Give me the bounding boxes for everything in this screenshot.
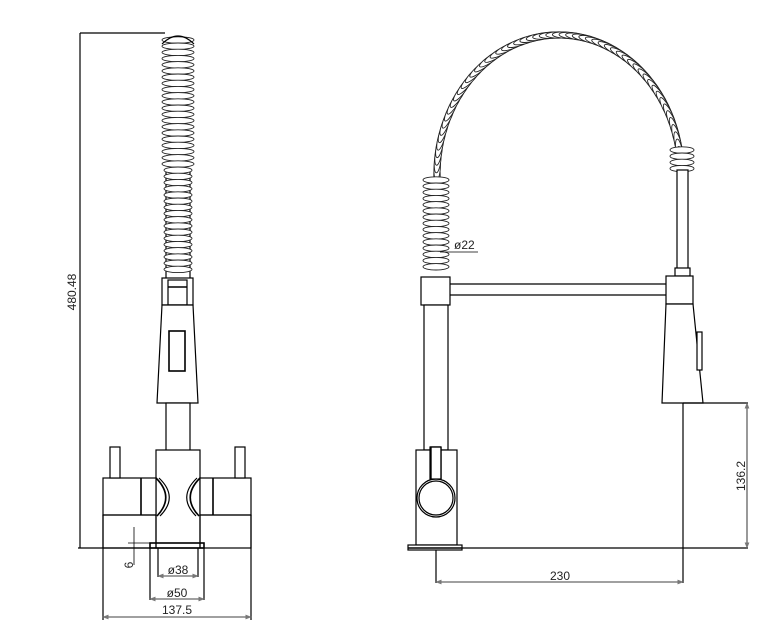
column-side — [423, 304, 449, 451]
mixer-body-side — [415, 446, 458, 546]
inner-diameter-label: ø38 — [168, 563, 189, 577]
dimension-overall-height: 480.48 — [65, 32, 165, 549]
dimension-inner-diameter: ø38 — [157, 548, 199, 579]
mixer-body-front — [102, 446, 252, 549]
spray-button-front — [168, 330, 186, 372]
dimension-plate-thickness: 6 — [122, 527, 150, 568]
stem-front — [165, 402, 191, 454]
front-view: 480.48 — [65, 32, 252, 620]
lever-right — [234, 446, 246, 479]
dimension-outer-diameter: ø50 — [149, 548, 205, 602]
spray-head-front — [156, 304, 199, 404]
overall-width-label: 137.5 — [162, 603, 192, 617]
dimension-overall-width: 137.5 — [102, 515, 252, 620]
base-plate-front — [149, 542, 205, 549]
dimension-head-height: 136.2 — [462, 402, 750, 583]
spray-button-side — [696, 331, 703, 371]
hose-holder-block — [420, 276, 451, 306]
spray-head-collar-side — [665, 275, 694, 305]
hose-diameter-label: ø22 — [454, 238, 475, 252]
spout-reach-label: 230 — [550, 569, 570, 583]
hose-tube-side — [676, 169, 689, 271]
outer-diameter-label: ø50 — [167, 586, 188, 600]
hose-collar-front — [161, 277, 194, 306]
head-height-label: 136.2 — [734, 461, 748, 491]
overall-height-label: 480.48 — [65, 273, 79, 310]
side-view: ø22 136.2 — [407, 31, 750, 585]
plate-thickness-label: 6 — [122, 561, 136, 568]
hose-coil-arch — [422, 31, 695, 271]
hose-coil-front — [161, 35, 195, 281]
dimension-spout-reach: 230 — [435, 550, 684, 585]
lever-left — [109, 446, 121, 479]
dimension-hose-diameter: ø22 — [440, 238, 478, 253]
